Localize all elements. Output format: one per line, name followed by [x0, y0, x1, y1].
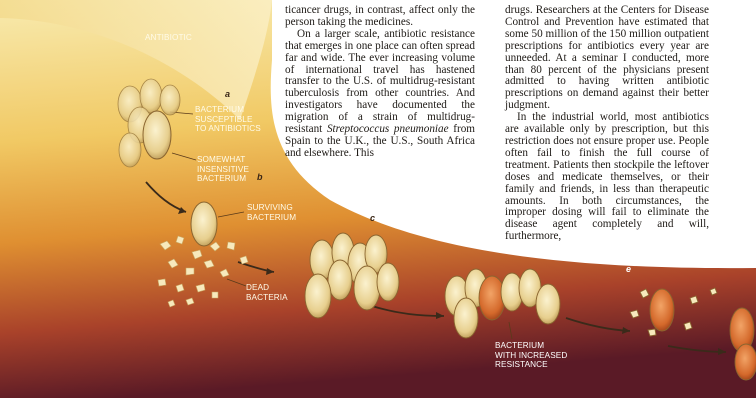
- dead-label: DEAD BACTERIA: [246, 283, 288, 302]
- insensitive-label: SOMEWHAT INSENSITIVE BACTERIUM: [197, 155, 249, 184]
- antibiotic-label: ANTIBIOTIC: [145, 33, 192, 43]
- panel-letter-a: a: [225, 89, 230, 99]
- article-column-1: ticancer drugs, in contrast, affect only…: [285, 5, 475, 160]
- col1-para-1: ticancer drugs, in contrast, affect only…: [285, 5, 475, 29]
- surviving-cell: [191, 202, 217, 246]
- article-column-2: drugs. Researchers at the Centers for Di…: [505, 5, 709, 243]
- panel-letter-b: b: [257, 172, 263, 182]
- susceptible-label: BACTERIUM SUSCEPTIBLE TO ANTIBIOTICS: [195, 105, 261, 134]
- col2-para-2: In the industrial world, most antibiotic…: [505, 112, 709, 243]
- increased-resistance-label: BACTERIUM WITH INCREASED RESISTANCE: [495, 341, 567, 370]
- surviving-label: SURVIVING BACTERIUM: [247, 203, 296, 222]
- col1-para-2: On a larger scale, antibiotic resistance…: [285, 29, 475, 160]
- panel-letter-d: d: [482, 240, 488, 250]
- panel-letter-e: e: [626, 264, 631, 274]
- col1-para-2-text: On a larger scale, antibiotic resistance…: [285, 28, 475, 135]
- species-name: Streptococcus pneumoniae: [327, 123, 449, 135]
- panel-letter-c: c: [370, 213, 375, 223]
- col2-para-1: drugs. Researchers at the Centers for Di…: [505, 5, 709, 112]
